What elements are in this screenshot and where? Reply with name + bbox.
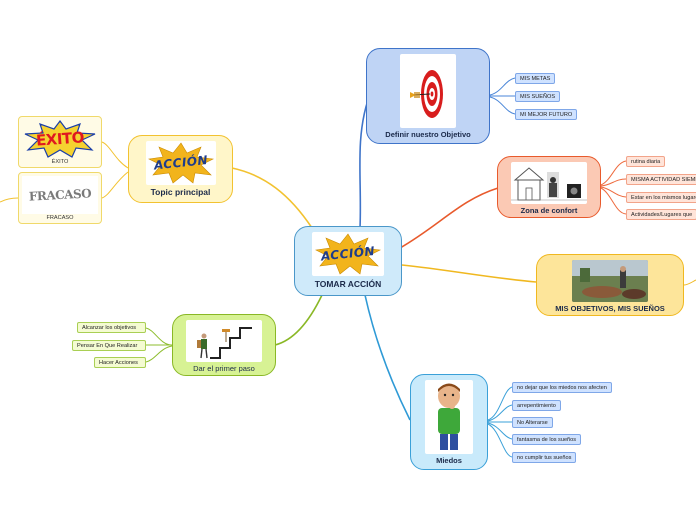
miedos-label: Miedos	[436, 456, 462, 465]
link-definir	[359, 99, 369, 229]
leaf-actividades-lugares[interactable]: Actividades/Lugares que	[626, 209, 696, 220]
accion-image: ACCIÓN	[312, 232, 384, 276]
leaf-alcanzar-objetivos[interactable]: Alcanzar los objetivos	[77, 322, 146, 333]
center-label: TOMAR ACCIÓN	[314, 279, 382, 289]
zona-confort-label: Zona de confort	[520, 206, 578, 215]
leaf-no-dejar-miedos[interactable]: no dejar que los miedos nos afecten	[512, 382, 612, 393]
leaf-hacer-acciones[interactable]: Hacer Acciones	[94, 357, 146, 368]
miedos-node[interactable]: Miedos	[410, 374, 488, 470]
leaf-pensar-en-que-realizar[interactable]: Pensar En Que Realizar	[72, 340, 146, 351]
link-objetivos	[401, 264, 537, 283]
accion-image: ACCIÓN	[145, 141, 216, 185]
leaf-fantasma-suenos[interactable]: fantasma de los sueños	[512, 434, 582, 445]
primer-paso-node[interactable]: Dar el primer paso	[172, 314, 276, 376]
exito-caption: ÉXITO	[51, 159, 69, 165]
link-zona	[399, 187, 499, 249]
exito-image-card[interactable]: ÉXITO ÉXITO	[18, 116, 102, 168]
leaf-mi-mejor-futuro[interactable]: MI MEJOR FUTURO	[515, 109, 578, 120]
topic-principal-label: Topic principal	[150, 187, 211, 197]
exito-image: ÉXITO	[22, 120, 98, 158]
definir-objetivo-label: Definir nuestro Objetivo	[385, 130, 471, 139]
fracaso-caption: FRACASO	[46, 215, 74, 221]
fracaso-image: FRACASO	[22, 176, 98, 214]
objetivos-photo	[572, 260, 648, 302]
link-topic	[231, 167, 313, 229]
leaf-mismos-lugares[interactable]: Estar en los mismos lugares	[626, 192, 696, 203]
leaf-rutina-diaria[interactable]: rutina diaria	[626, 156, 666, 167]
house-image	[511, 162, 587, 204]
worried-boy-image	[425, 380, 473, 454]
fracaso-image-text: FRACASO	[28, 186, 92, 204]
definir-objetivo-node[interactable]: Definir nuestro Objetivo	[366, 48, 490, 144]
primer-paso-label: Dar el primer paso	[193, 364, 255, 373]
leaf-misma-actividad[interactable]: MISMA ACTIVIDAD SIEMPRE	[626, 174, 696, 185]
exito-image-text: ÉXITO	[35, 128, 85, 150]
link-miedos	[364, 294, 411, 421]
leaf-mis-metas[interactable]: MIS METAS	[515, 73, 556, 84]
fracaso-image-card[interactable]: FRACASO FRACASO	[18, 172, 102, 224]
link-primer-paso	[274, 294, 323, 346]
target-image	[400, 54, 456, 128]
stairs-image	[186, 320, 262, 362]
center-node[interactable]: ACCIÓN TOMAR ACCIÓN	[294, 226, 402, 296]
mis-objetivos-node[interactable]: MIS OBJETIVOS, MIS SUEÑOS	[536, 254, 684, 316]
leaf-no-alterarse[interactable]: No Alterarse	[512, 417, 553, 428]
leaf-mis-suenos[interactable]: MIS SUEÑOS	[515, 91, 561, 102]
zona-confort-node[interactable]: Zona de confort	[497, 156, 601, 218]
mis-objetivos-label: MIS OBJETIVOS, MIS SUEÑOS	[555, 304, 665, 313]
topic-principal-node[interactable]: ACCIÓN Topic principal	[128, 135, 233, 203]
leaf-arrepentimiento[interactable]: arrepentimiento	[512, 400, 561, 411]
leaf-no-cumplir-suenos[interactable]: no cumplir tus sueños	[512, 452, 577, 463]
